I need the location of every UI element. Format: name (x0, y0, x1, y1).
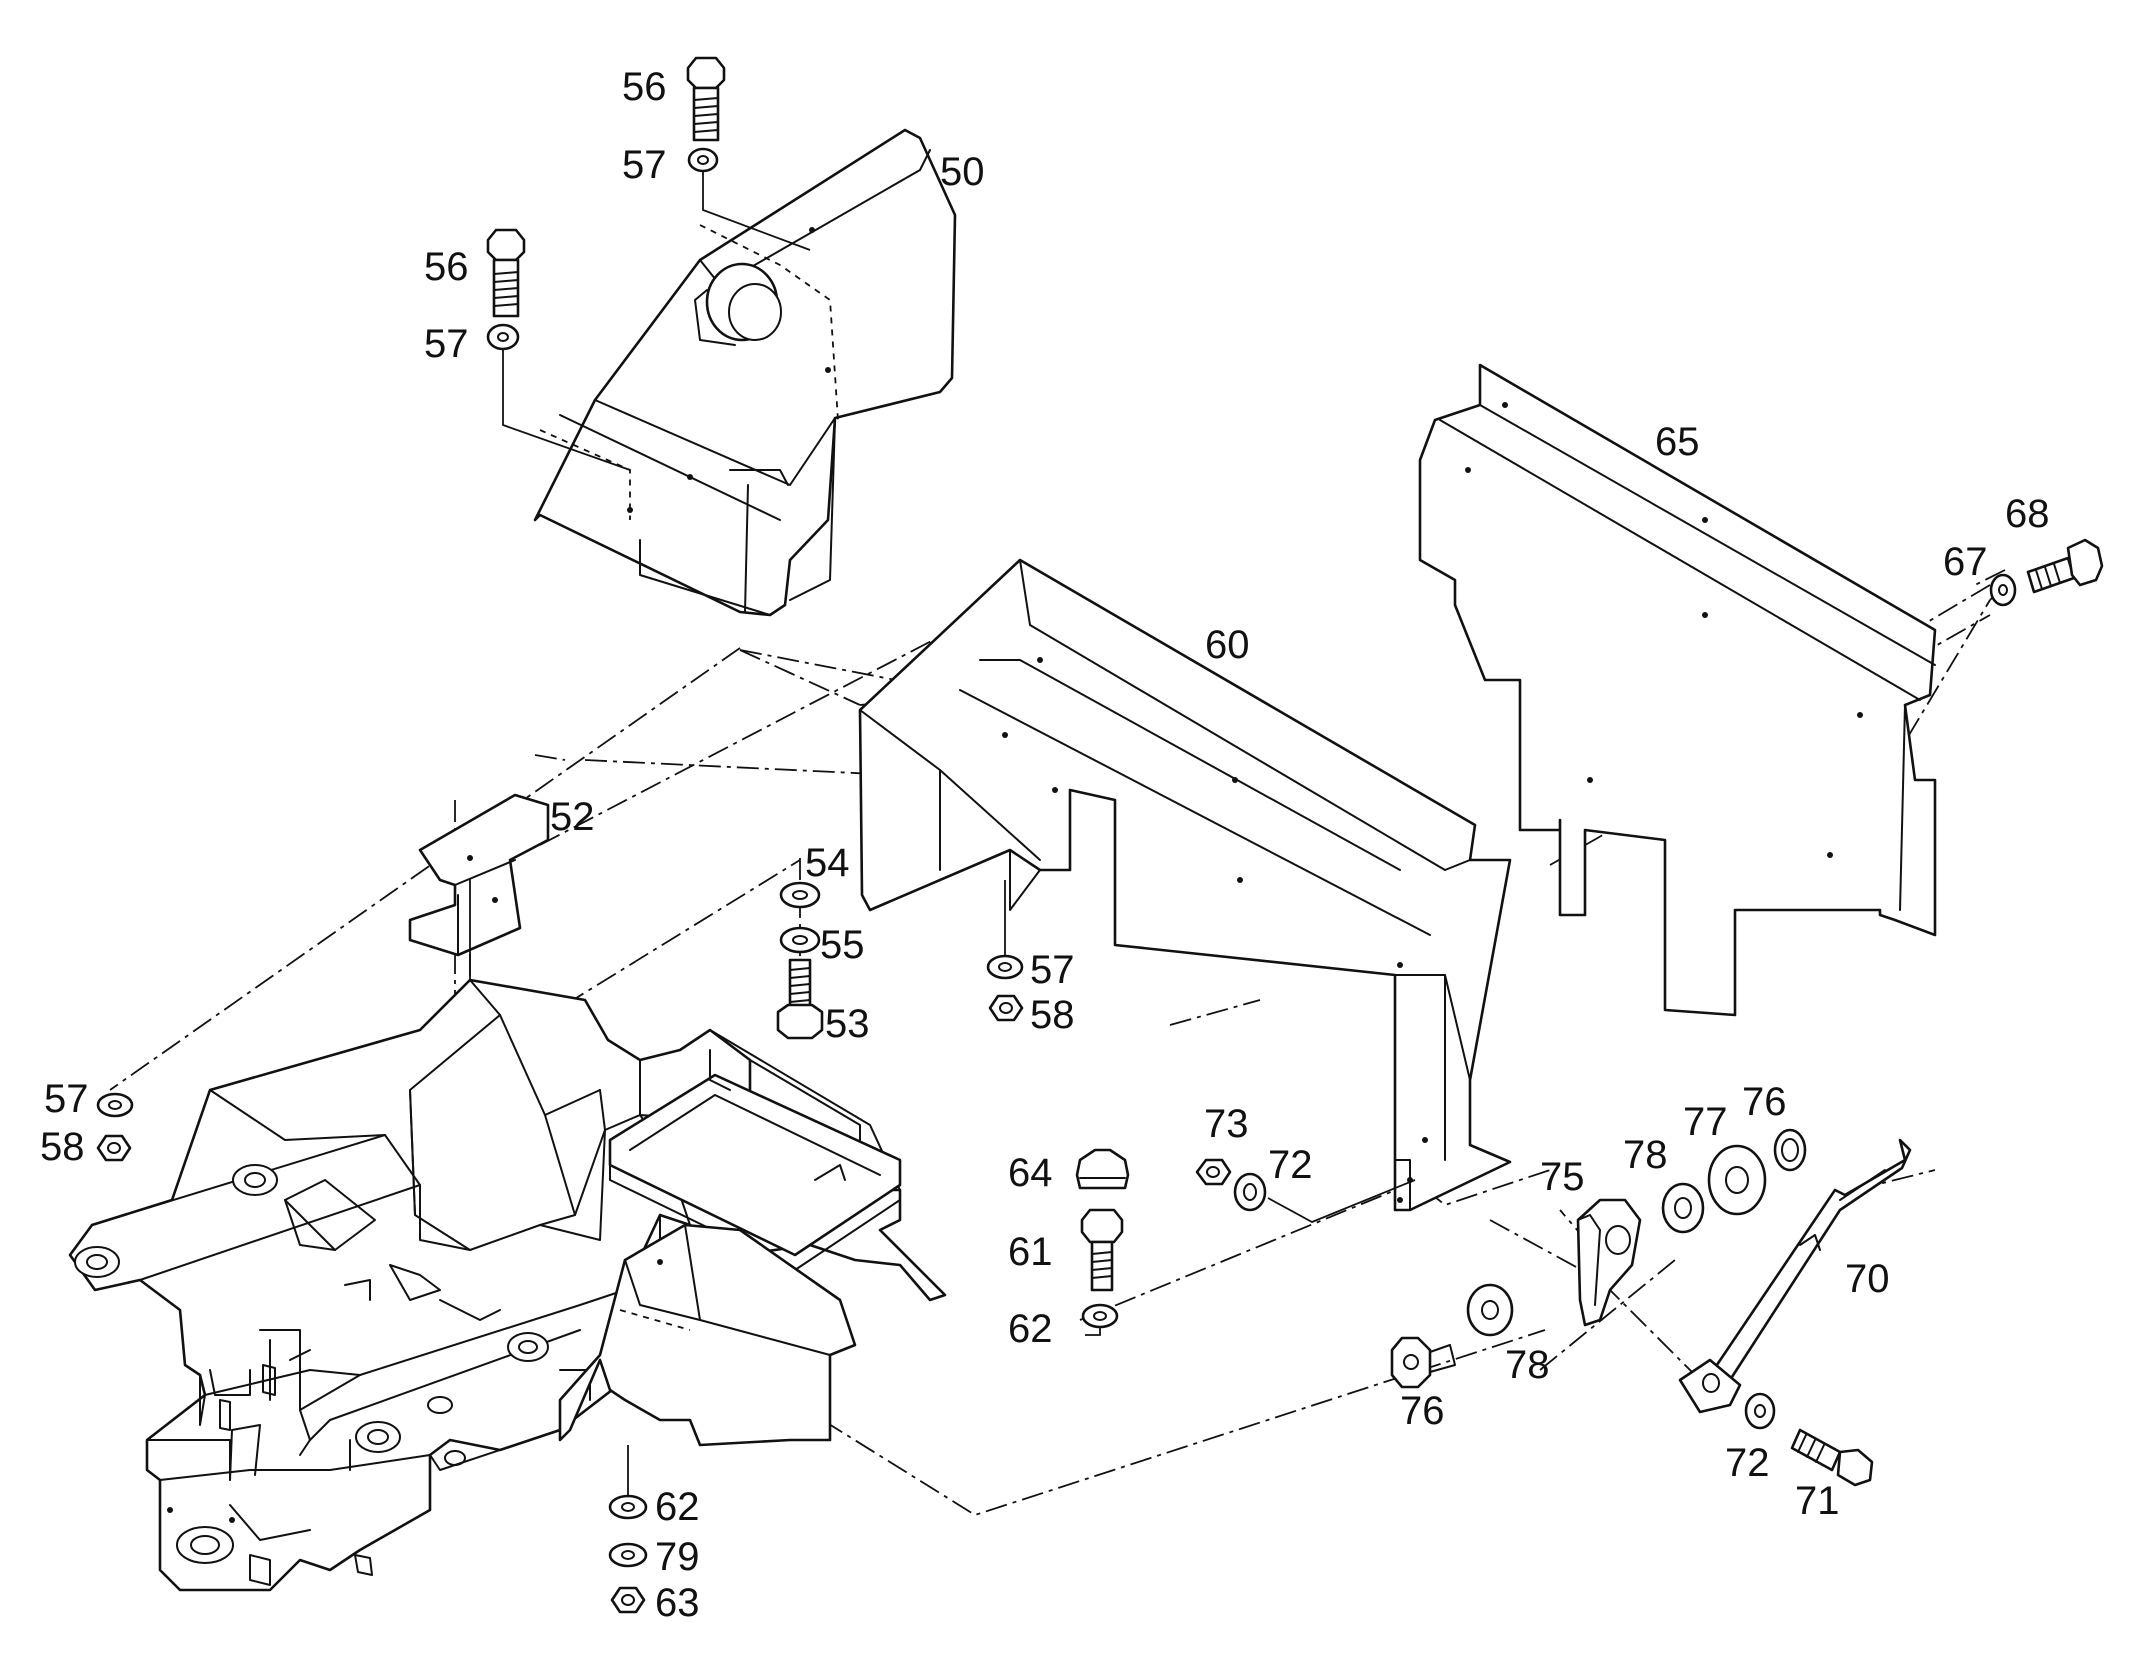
callout-63: 63 (655, 1581, 700, 1625)
washer-part-79 (608, 1542, 648, 1568)
washer-part-62-lower (608, 1494, 648, 1520)
callout-64: 64 (1008, 1151, 1053, 1195)
callout-53: 53 (825, 1002, 870, 1046)
rod-part-70 (1678, 1138, 1912, 1414)
callout-57-middle: 57 (1030, 948, 1075, 992)
callout-55: 55 (820, 923, 865, 967)
washer-part-62-upper (1081, 1303, 1119, 1329)
washer-part-78-upper (1661, 1182, 1705, 1234)
bushing-part-76-lower (1390, 1336, 1456, 1389)
guard-feet (1394, 1159, 1413, 1211)
callout-58-middle: 58 (1030, 993, 1075, 1037)
callout-62-upper: 62 (1008, 1307, 1053, 1351)
tank-part-50 (533, 128, 957, 617)
callout-76-upper: 76 (1742, 1080, 1787, 1124)
callout-77: 77 (1683, 1100, 1728, 1144)
nut-part-58-middle (988, 994, 1024, 1022)
washer-part-57-left (486, 323, 520, 351)
bolt-part-56-left (486, 228, 526, 318)
callout-58-left-lower: 58 (40, 1125, 85, 1169)
bracket-part-52 (408, 793, 550, 957)
bolt-part-71 (1790, 1428, 1874, 1487)
callout-57-upper: 57 (622, 143, 667, 187)
washer-part-72-upper (1233, 1172, 1267, 1212)
callout-labels: 56 57 50 56 57 65 68 67 60 52 54 55 53 5… (40, 65, 2050, 1625)
callout-68: 68 (2005, 492, 2050, 536)
callout-78-lower: 78 (1505, 1343, 1550, 1387)
washer-part-55 (779, 926, 821, 954)
washer-part-67 (1989, 573, 2017, 607)
washer-part-57-upper (687, 147, 719, 173)
callout-56-upper: 56 (622, 65, 667, 109)
callout-56-left: 56 (424, 245, 469, 289)
tray-assembly (608, 1049, 902, 1271)
callout-57-left: 57 (424, 322, 469, 366)
callout-52: 52 (550, 795, 595, 839)
washer-part-54 (779, 881, 821, 909)
washer-part-57-middle (986, 954, 1024, 980)
nut-part-63 (610, 1586, 646, 1614)
callout-71: 71 (1795, 1479, 1840, 1523)
nut-part-58-left-lower (96, 1134, 132, 1162)
callout-61: 61 (1008, 1230, 1053, 1274)
callout-65: 65 (1655, 420, 1700, 464)
callout-57-left-lower: 57 (44, 1077, 89, 1121)
guard-part-65 (1418, 363, 1937, 1017)
callout-60: 60 (1205, 623, 1250, 667)
cap-nut-part-64 (1075, 1148, 1130, 1190)
callout-73: 73 (1204, 1102, 1249, 1146)
guard-part-60 (858, 558, 1512, 1212)
rubber-part-77 (1707, 1144, 1767, 1216)
callout-62-lower: 62 (655, 1485, 700, 1529)
washer-part-57-left-lower (96, 1092, 134, 1118)
callout-67: 67 (1943, 540, 1988, 584)
callout-72-upper: 72 (1268, 1143, 1313, 1187)
callout-76-lower: 76 (1400, 1389, 1445, 1433)
callout-50: 50 (940, 150, 985, 194)
bolt-part-53 (776, 958, 824, 1040)
bolt-part-61 (1080, 1208, 1124, 1292)
washer-part-78-lower (1466, 1283, 1514, 1337)
bolt-part-68 (2026, 538, 2104, 594)
callout-54: 54 (805, 841, 850, 885)
bushing-part-76-upper (1773, 1128, 1807, 1172)
nut-part-73 (1195, 1158, 1232, 1186)
callout-75: 75 (1540, 1155, 1585, 1199)
callout-72-lower: 72 (1725, 1441, 1770, 1485)
callout-79: 79 (655, 1535, 700, 1579)
fender (558, 1223, 857, 1447)
bolt-part-56-upper (686, 56, 726, 142)
callout-78-upper: 78 (1623, 1133, 1668, 1177)
callout-70: 70 (1845, 1257, 1890, 1301)
washer-part-72-lower (1744, 1392, 1776, 1430)
bracket-part-75 (1576, 1198, 1642, 1327)
